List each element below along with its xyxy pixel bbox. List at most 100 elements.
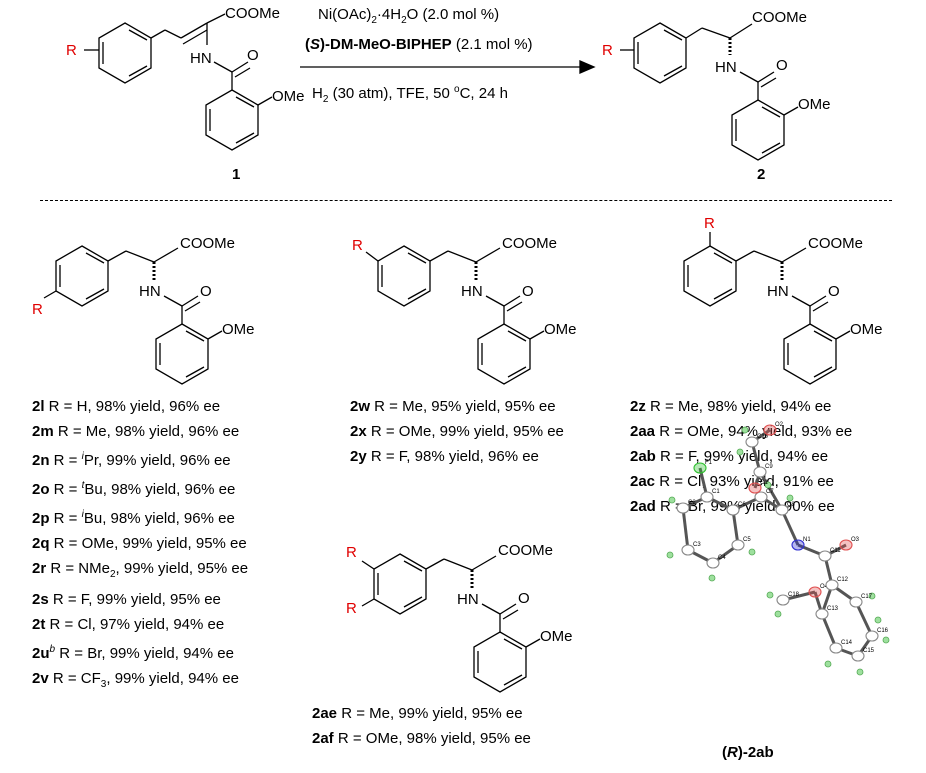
compound-id: 2ae (312, 705, 338, 722)
compound-id: 2n (32, 452, 50, 469)
entry-2ab: 2ab R = F, 99% yield, 94% ee (630, 448, 829, 465)
entry-2r: 2r R = NMe2, 99% yield, 95% ee (32, 560, 249, 580)
xray-bond (780, 509, 800, 546)
xray-atom-label: C3 (693, 542, 701, 548)
substituent: F (398, 448, 407, 465)
xray-hydrogen (786, 494, 794, 502)
entry-2y: 2y R = F, 98% yield, 96% ee (350, 448, 539, 465)
ortho-r-group: R (704, 215, 715, 232)
substituent: OMe (398, 423, 432, 440)
xray-atom-label: O3 (851, 537, 860, 543)
sm-r-group: R (66, 42, 77, 59)
xray-hydrogen (741, 426, 749, 434)
para-r-group: R (32, 301, 43, 318)
ortho-ome: OMe (850, 321, 883, 338)
xray-hydrogen (874, 616, 882, 624)
para-carbonyl-o: O (200, 283, 212, 300)
substituent: Cl (77, 616, 92, 633)
product-ester: COOMe (752, 9, 807, 26)
xray-atom-label: C5 (743, 537, 751, 543)
xray-atom-c2 (676, 502, 690, 514)
xray-atom-c3 (681, 544, 695, 556)
product-label: 2 (757, 166, 766, 183)
xray-label: (R)-2ab (722, 744, 774, 761)
xray-atom-label: C12 (837, 577, 849, 583)
xray-atom-o1 (748, 482, 762, 494)
xray-atom-label: C4 (718, 555, 726, 561)
compound-id: 2y (350, 448, 367, 465)
sm-ester: COOMe (225, 5, 280, 22)
entry-2m: 2m R = Me, 98% yield, 96% ee (32, 423, 240, 440)
ortho-carbonyl-o: O (828, 283, 840, 300)
compound-id: 2u (32, 645, 50, 662)
xray-atom-c12 (825, 579, 839, 591)
substituent: Br (87, 645, 102, 662)
entry-2v: 2v R = CF3, 99% yield, 94% ee (32, 670, 239, 690)
substituent: F (687, 448, 696, 465)
xray-atom-c9 (753, 466, 767, 478)
xray-hydrogen (882, 636, 890, 644)
para-ome: OMe (222, 321, 255, 338)
entry-2t: 2t R = Cl, 97% yield, 94% ee (32, 616, 225, 633)
entry-2o: 2o R = tBu, 98% yield, 96% ee (32, 480, 236, 498)
xray-atom-c15 (851, 650, 865, 662)
compound-id: 2t (32, 616, 46, 633)
ortho-substituted-structure: R COOMe HN O OMe (683, 215, 883, 385)
xray-atom-o2 (763, 424, 777, 436)
entry-2af: 2af R = OMe, 98% yield, 95% ee (312, 730, 531, 747)
xray-atom-label: O4 (820, 584, 829, 590)
compound-id: 2l (32, 398, 45, 415)
compound-id: 2z (630, 398, 646, 415)
xray-atom-label: C8 (787, 502, 795, 508)
meta-ome: OMe (544, 321, 577, 338)
substituent: OMe (687, 423, 720, 440)
entry-2ae: 2ae R = Me, 99% yield, 95% ee (312, 705, 523, 722)
xray-hydrogen (666, 551, 674, 559)
disub-nh: HN (457, 591, 479, 608)
meta-ester: COOMe (502, 235, 557, 252)
substituent: Cl (687, 473, 702, 490)
xray-atom-label: C2 (688, 500, 696, 506)
xray-atom-o3 (839, 539, 853, 551)
xray-hydrogen (824, 660, 832, 668)
entry-2w: 2w R = Me, 95% yield, 95% ee (350, 398, 556, 415)
xray-hydrogen (748, 548, 756, 556)
substituent: Me (677, 398, 699, 415)
compound-id: 2q (32, 535, 50, 552)
ortho-ester: COOMe (808, 235, 863, 252)
xray-hydrogen (736, 448, 744, 456)
entry-2ac: 2ac R = Cl, 93% yield, 91% ee (630, 473, 834, 490)
substituent: Bu (83, 510, 103, 527)
conditions-h2: H2 (30 atm), TFE, 50 oC, 24 h (312, 84, 508, 105)
compound-id: 2p (32, 510, 50, 527)
xray-atom-label: C10 (757, 434, 769, 440)
substituent: NMe (78, 560, 110, 577)
xray-hydrogen (708, 574, 716, 582)
substituent: Pr (83, 452, 99, 469)
starting-material-structure: R COOMe HN O OMe (66, 5, 305, 151)
compound-id: 2o (32, 481, 50, 498)
para-ester: COOMe (180, 235, 235, 252)
substituent: OMe (365, 730, 399, 747)
xray-bond (854, 601, 874, 637)
substituent: Me (369, 705, 390, 722)
sm-ome: OMe (272, 88, 305, 105)
xray-atom-c16 (865, 630, 879, 642)
entry-2aa: 2aa R = OMe, 94% yield, 93% ee (630, 423, 853, 440)
xray-atom-c7 (754, 491, 768, 503)
compound-id: 2ab (630, 448, 656, 465)
xray-atom-label: O1 (760, 480, 769, 486)
xray-atom-label: C13 (827, 606, 839, 612)
divider-line (40, 200, 892, 201)
meta-r-group: R (352, 237, 363, 254)
xray-bond (758, 471, 784, 511)
xray-atom-c4 (706, 557, 720, 569)
xray-atom-label: C6 (738, 502, 746, 508)
disub-r-group-1: R (346, 544, 357, 561)
xray-bond (681, 507, 690, 551)
entry-2u: 2ub R = Br, 99% yield, 94% ee (32, 644, 234, 662)
